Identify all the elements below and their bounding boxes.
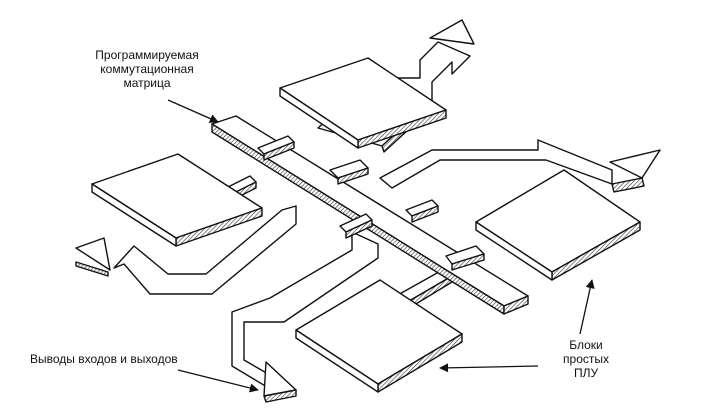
logic-block-left <box>91 153 263 247</box>
logic-block-bottom-front <box>295 329 379 393</box>
io-arrow-right-head <box>609 149 661 179</box>
io-arrow-left-edge <box>75 261 109 277</box>
io-channel-left <box>75 205 297 295</box>
matrix-label-pointer <box>167 99 219 123</box>
matrix-label-line2: коммутационная <box>100 62 194 76</box>
matrix-label-line1: Программируемая <box>95 48 199 62</box>
io-pins-label: Выводы входов и выходов <box>30 352 178 366</box>
logic-block-top <box>279 57 447 149</box>
logic-block-left-front <box>91 183 177 247</box>
io-arrow-right-edge <box>611 177 645 193</box>
io-arrow-left-head <box>75 237 111 271</box>
matrix-label: Программируемая коммутационная матрица <box>72 48 222 90</box>
logic-block-right-front <box>475 221 553 281</box>
blocks-label: Блоки простых ПЛУ <box>548 338 624 380</box>
io-arrow-top-head <box>429 19 475 45</box>
io-channel-right <box>379 139 661 193</box>
matrix-bar-end <box>503 295 529 315</box>
blocks-label-line3: ПЛУ <box>573 366 599 380</box>
blocks-label-pointer-up <box>579 279 595 335</box>
io-channel-right-path <box>379 139 613 189</box>
blocks-label-line1: Блоки <box>569 338 603 352</box>
logic-block-right <box>475 169 641 281</box>
logic-block-top-front <box>279 87 359 149</box>
blocks-label-pointer-left <box>439 363 539 373</box>
blocks-label-line2: простых <box>563 352 609 366</box>
io-channel-left-path <box>113 205 297 295</box>
matrix-label-line3: матрица <box>123 76 171 90</box>
io-label-pointer <box>177 369 259 393</box>
logic-block-bottom <box>295 279 463 393</box>
io-arrow-bottom-edge <box>263 389 297 403</box>
